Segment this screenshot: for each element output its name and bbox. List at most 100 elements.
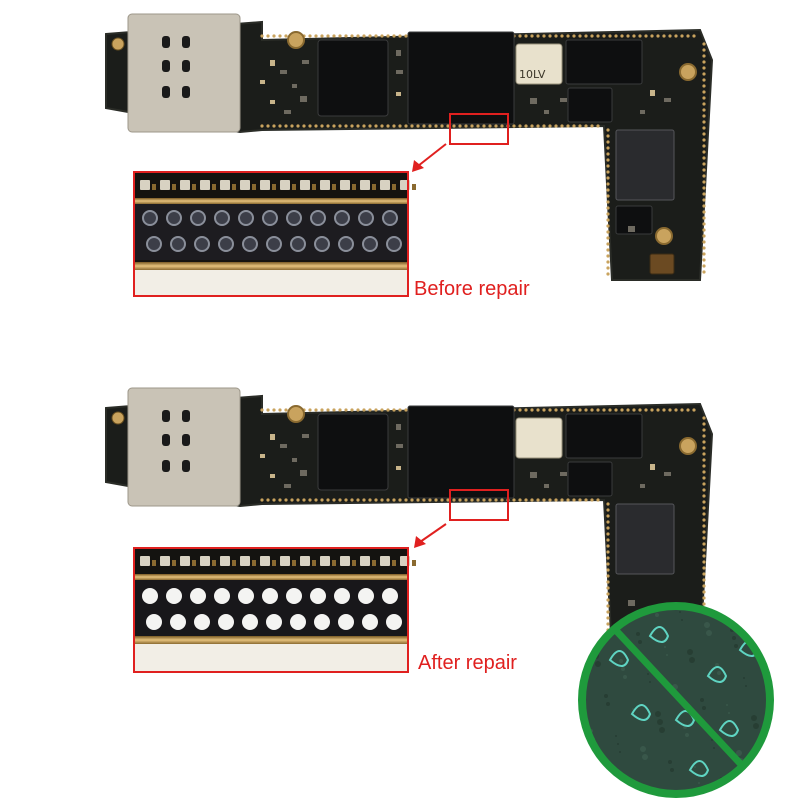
solder-ball (310, 210, 326, 226)
via-dot (368, 408, 372, 412)
chip (615, 205, 653, 235)
smd-component (260, 80, 265, 84)
smd-component (270, 100, 275, 104)
speckle (704, 622, 710, 628)
label-chip (515, 43, 563, 85)
via-dot (320, 34, 324, 38)
connector (649, 253, 675, 275)
smd-component (396, 424, 401, 430)
via-dot (702, 186, 706, 190)
via-dot (284, 124, 288, 128)
smd-component (640, 110, 645, 114)
via-dot (606, 254, 610, 258)
chip (565, 413, 643, 459)
via-dot (602, 408, 606, 412)
via-dot (266, 408, 270, 412)
via-dot (702, 590, 706, 594)
via-dot (650, 408, 654, 412)
via-dot (702, 240, 706, 244)
via-dot (380, 124, 384, 128)
via-dot (332, 124, 336, 128)
via-dot (602, 34, 606, 38)
speckle (657, 719, 663, 725)
via-dot (284, 34, 288, 38)
speckle (679, 611, 681, 613)
via-dot (702, 168, 706, 172)
top-pad-small (232, 560, 236, 566)
via-dot (606, 140, 610, 144)
via-dot (332, 498, 336, 502)
speckle (736, 750, 742, 756)
via-dot (606, 550, 610, 554)
via-dot (452, 498, 456, 502)
chip-bga (615, 503, 675, 575)
solder-ball (190, 588, 206, 604)
via-dot (584, 498, 588, 502)
no-symbol-slash (607, 621, 753, 777)
top-pad (220, 180, 230, 190)
sim-contact (182, 434, 190, 446)
via-dot (702, 494, 706, 498)
via-dot (362, 498, 366, 502)
speckle (751, 715, 757, 721)
solder-ball (266, 614, 282, 630)
smd-component (302, 434, 309, 438)
via-dot (530, 34, 534, 38)
via-dot (440, 124, 444, 128)
via-dot (326, 498, 330, 502)
caption-before-repair: Before repair (414, 278, 530, 300)
screw-hole (655, 227, 673, 245)
top-pad (200, 180, 210, 190)
via-dot (686, 408, 690, 412)
via-dot (380, 408, 384, 412)
via-dot (374, 34, 378, 38)
via-dot (308, 498, 312, 502)
speckle (764, 764, 768, 768)
top-pad-small (352, 560, 356, 566)
via-dot (278, 124, 282, 128)
via-dot (392, 408, 396, 412)
via-dot (702, 530, 706, 534)
inset-bottom (134, 270, 408, 296)
via-dot (702, 446, 706, 450)
via-dot (702, 138, 706, 142)
via-dot (326, 34, 330, 38)
via-dot (578, 34, 582, 38)
via-dot (692, 408, 696, 412)
via-dot (416, 498, 420, 502)
via-dot (606, 598, 610, 602)
speckle (632, 708, 634, 710)
via-dot (702, 174, 706, 178)
speckle (758, 642, 760, 644)
sim-contacts (111, 36, 190, 98)
smd-component (560, 472, 567, 476)
pad-trace (648, 626, 670, 643)
via-dot (606, 206, 610, 210)
via-dot (606, 170, 610, 174)
via-dot (626, 408, 630, 412)
top-pad (360, 180, 370, 190)
circle-border (578, 602, 774, 798)
sim-contact (162, 410, 170, 422)
via-dot (702, 246, 706, 250)
smd-components (260, 424, 671, 606)
solder-ball (314, 236, 330, 252)
speckle (602, 778, 604, 780)
via-dot (606, 502, 610, 506)
via-dot (452, 124, 456, 128)
via-dot (260, 34, 264, 38)
via-dot (374, 124, 378, 128)
via-dot (326, 408, 330, 412)
via-dot (320, 498, 324, 502)
via-dot (524, 408, 528, 412)
via-dot (374, 408, 378, 412)
screw-hole (679, 63, 697, 81)
via-dot (560, 498, 564, 502)
chip (567, 87, 613, 123)
solder-ball (286, 210, 302, 226)
via-dot (674, 408, 678, 412)
via-dot (500, 498, 504, 502)
sim-tray (127, 387, 241, 507)
via-dot (606, 604, 610, 608)
speckle (619, 659, 623, 663)
